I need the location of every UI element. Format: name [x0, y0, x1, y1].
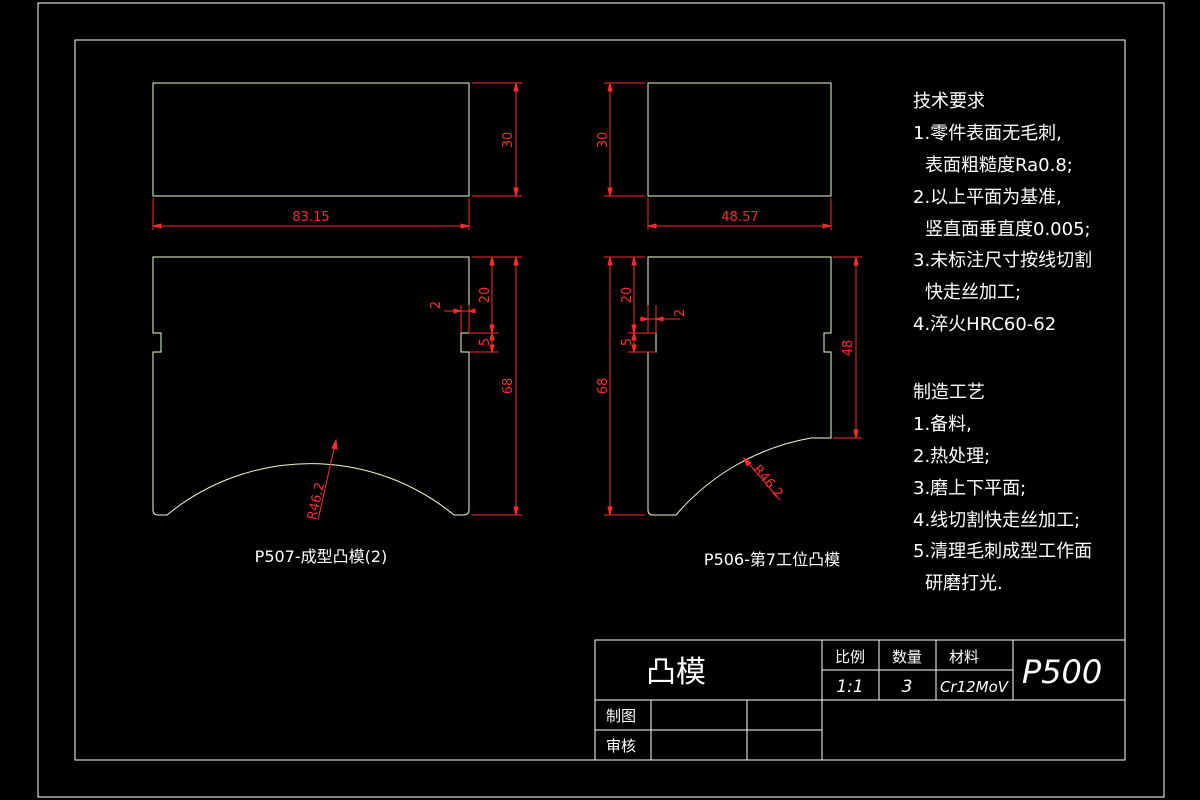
- right-caption: P506-第7工位凸模: [704, 550, 840, 569]
- drawn-by-label: 制图: [606, 707, 636, 725]
- process-line: 1.备料,: [913, 414, 972, 435]
- left-width-label: 83.15: [292, 210, 329, 225]
- left-slot-depth-label: 2: [429, 301, 444, 309]
- requirement-line: 表面粗糙度Ra0.8;: [925, 155, 1073, 176]
- right-dimensions: [604, 82, 862, 516]
- process-line: 2.热处理;: [913, 446, 990, 467]
- title-block: [594, 639, 1126, 761]
- right-top-view: [647, 82, 832, 197]
- scale-label: 比例: [835, 648, 865, 666]
- right-slot-offset-label: 20: [620, 287, 635, 304]
- requirements-title: 技术要求: [913, 91, 985, 112]
- requirement-line: 3.未标注尺寸按线切割: [913, 250, 1092, 271]
- right-width-label: 48.57: [721, 210, 758, 225]
- left-radius-label: R46.2: [305, 481, 328, 521]
- left-front-view: [152, 256, 470, 516]
- left-top-view: [152, 82, 470, 197]
- material-label: 材料: [949, 648, 979, 666]
- qty-label: 数量: [892, 648, 922, 666]
- outer-frame: [37, 2, 1165, 798]
- material-value: Cr12MoV: [940, 678, 1010, 696]
- left-slot-width-label: 5: [478, 338, 493, 346]
- qty-value: 3: [902, 677, 913, 697]
- requirement-line: 快走丝加工;: [925, 282, 1021, 303]
- process-line: 5.清理毛刺成型工作面: [913, 541, 1092, 562]
- requirement-line: 1.零件表面无毛刺,: [913, 123, 1062, 144]
- right-side-height-label: 48: [841, 340, 856, 357]
- scale-value: 1:1: [836, 677, 863, 697]
- left-front-height-label: 68: [501, 378, 516, 395]
- drawing-number: P500: [1022, 653, 1102, 691]
- process-notes: 制造工艺 1.备料, 2.热处理; 3.磨上下平面; 4.线切割快走丝加工; 5…: [913, 382, 1092, 594]
- process-line: 3.磨上下平面;: [913, 478, 1026, 499]
- requirement-line: 2.以上平面为基准,: [913, 187, 1062, 208]
- right-front-view: [647, 256, 832, 516]
- checked-by-label: 审核: [606, 737, 636, 755]
- part-name: 凸模: [646, 655, 706, 690]
- right-slot-depth-label: 2: [673, 309, 688, 317]
- right-radius-label: R46.2: [750, 462, 786, 501]
- right-front-height-label: 68: [596, 378, 611, 395]
- process-title: 制造工艺: [913, 382, 985, 403]
- right-slot-width-label: 5: [620, 338, 635, 346]
- requirements-notes: 技术要求 1.零件表面无毛刺, 表面粗糙度Ra0.8; 2.以上平面为基准, 竖…: [913, 91, 1092, 335]
- requirement-line: 竖直面垂直度0.005;: [925, 219, 1091, 240]
- process-line: 4.线切割快走丝加工;: [913, 510, 1080, 531]
- right-part: 48.57 30 68 20 5 2 48 R46.2 P506-第7工位凸模: [596, 82, 862, 569]
- left-dimensions: [152, 82, 522, 521]
- process-line: 研磨打光.: [925, 573, 1003, 594]
- left-slot-offset-label: 20: [478, 287, 493, 304]
- left-top-height-label: 30: [501, 132, 516, 149]
- left-part: 83.15 30 68 20 5 2 R46.2 P507-成型凸模(2): [152, 82, 522, 566]
- right-top-height-label: 30: [596, 132, 611, 149]
- requirement-line: 4.淬火HRC60-62: [913, 314, 1056, 335]
- left-caption: P507-成型凸模(2): [255, 547, 388, 566]
